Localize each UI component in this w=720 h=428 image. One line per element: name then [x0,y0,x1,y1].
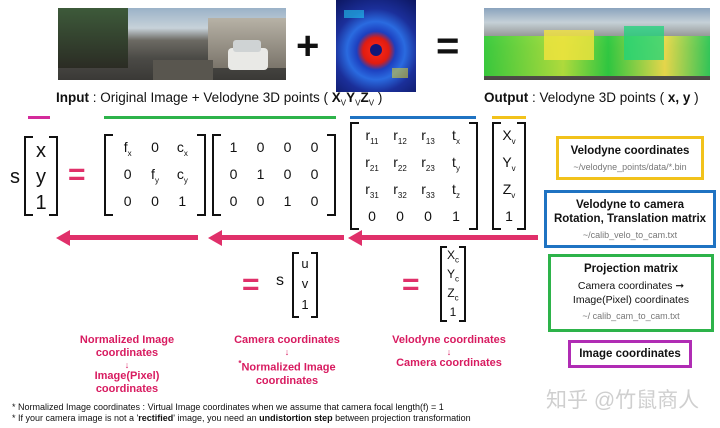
box-velo-to-cam: Velodyne to camera Rotation, Translation… [544,190,716,248]
lhs-cell: 1 [35,192,47,214]
intrinsic-cell: 0 [123,166,132,182]
projection-cell: 0 [310,138,319,155]
label-normalized-to-pixel: Normalized Image coordinates ↓ Image(Pix… [79,334,175,395]
output-caption: Output : Velodyne 3D points ( x, y ) [484,90,699,105]
extrinsic-cell: r31 [365,180,379,200]
lhs-cell: y [36,166,46,188]
lhs-cell: x [36,140,46,162]
label-camera-to-normalized: Camera coordinates ↓ *Normalized Image c… [234,334,340,387]
original-image [58,8,286,80]
extrinsic-cell: r11 [365,126,379,146]
label-velodyne-to-camera: Velodyne coordinates ↓ Camera coordinate… [392,334,506,369]
arrow-left-2-head [208,230,222,246]
scale-s: s [10,166,20,188]
velodyne-cell: Zv [502,180,516,200]
input-caption: Input : Original Image + Velodyne 3D poi… [56,90,383,108]
extrinsic-cell: r22 [393,153,407,173]
projection-cell: 1 [256,166,265,182]
intrinsic-cell: fx [123,138,132,158]
extrinsic-cell: r32 [393,180,407,200]
projection-cell: 0 [256,193,265,210]
footnote-rectified: * If your camera image is not a 'rectifi… [12,413,471,423]
equals-sign: = [436,24,460,68]
velodyne-cell: Yv [502,153,516,173]
extrinsic-cell: r12 [393,126,407,146]
uv-cell: 1 [301,297,309,312]
intrinsic-cell: 1 [178,193,187,210]
watermark: 知乎 @竹鼠商人 [546,389,700,412]
extrinsic-cell: 1 [452,207,460,224]
extrinsic-cell: tx [452,126,460,146]
arrow-left-1-head [56,230,70,246]
arrow-left-2 [220,235,344,240]
projection-cell: 0 [283,166,292,182]
arrow-right-icon: ➞ [675,280,685,292]
velodyne-cell: 1 [505,207,513,224]
underline-blue [350,116,476,119]
intrinsic-cell: 0 [123,193,132,210]
extrinsic-cell: 0 [396,207,404,224]
box-image-coordinates: Image coordinates [568,340,692,368]
projection-matrix: 1 0 0 0 0 1 0 0 0 0 1 0 [212,134,336,216]
extrinsic-cell: r33 [421,180,435,200]
projection-cell: 1 [283,193,292,210]
uv-cell: u [301,256,309,271]
projection-cell: 0 [256,138,265,155]
arrow-left-3 [360,235,538,240]
camera-cell: Zc [447,285,459,302]
intrinsic-cell: 0 [151,138,159,155]
projection-cell: 0 [229,166,238,182]
box-velodyne-coordinates: Velodyne coordinates ~/velodyne_points/d… [556,136,704,180]
projection-cell: 0 [229,193,238,210]
velodyne-cell: Xv [502,126,516,146]
extrinsic-cell: r23 [421,153,435,173]
underline-yellow [492,116,526,119]
extrinsic-cell: 0 [424,207,432,224]
projection-cell: 0 [283,138,292,155]
extrinsic-cell: ty [452,153,460,173]
main-equals: = [68,158,86,191]
uv-vector: u v 1 [292,252,318,318]
velodyne-pointcloud-image [336,0,416,92]
intrinsic-cell: cy [176,166,188,185]
extrinsic-matrix: r11 r12 r13 tx r21 r22 r23 ty r31 r32 r33 tz 0 0 0 1 [350,122,478,230]
footnote-normalized: * Normalized Image coordinates : Virtual… [12,402,444,412]
extrinsic-cell: 0 [368,207,376,224]
intrinsic-cell: fy [151,166,159,185]
extrinsic-cell: r13 [421,126,435,146]
projection-cell: 1 [229,138,238,155]
camera-cell: 1 [449,304,457,319]
projection-cell: 0 [310,166,319,182]
arrow-left-1 [68,235,198,240]
underline-magenta [28,116,50,119]
underline-green [104,116,336,119]
camera-cell: Xc [446,247,459,264]
intrinsic-cell: cx [176,138,188,158]
projection-cell: 0 [310,193,319,210]
extrinsic-cell: r21 [365,153,379,173]
uv-equals: = [242,268,260,301]
extrinsic-cell: tz [452,180,460,200]
uv-scale-s: s [276,272,284,289]
camera-cell: Yc [446,266,459,283]
uv-cell: v [301,276,309,291]
box-projection-matrix: Projection matrix Camera coordinates ➞ I… [548,254,714,332]
lhs-vector: x y 1 [24,136,58,216]
intrinsic-cell: 0 [151,193,159,210]
output-image [484,8,710,80]
arrow-left-3-head [348,230,362,246]
plus-sign: + [296,24,320,68]
cam-equals: = [402,268,420,301]
